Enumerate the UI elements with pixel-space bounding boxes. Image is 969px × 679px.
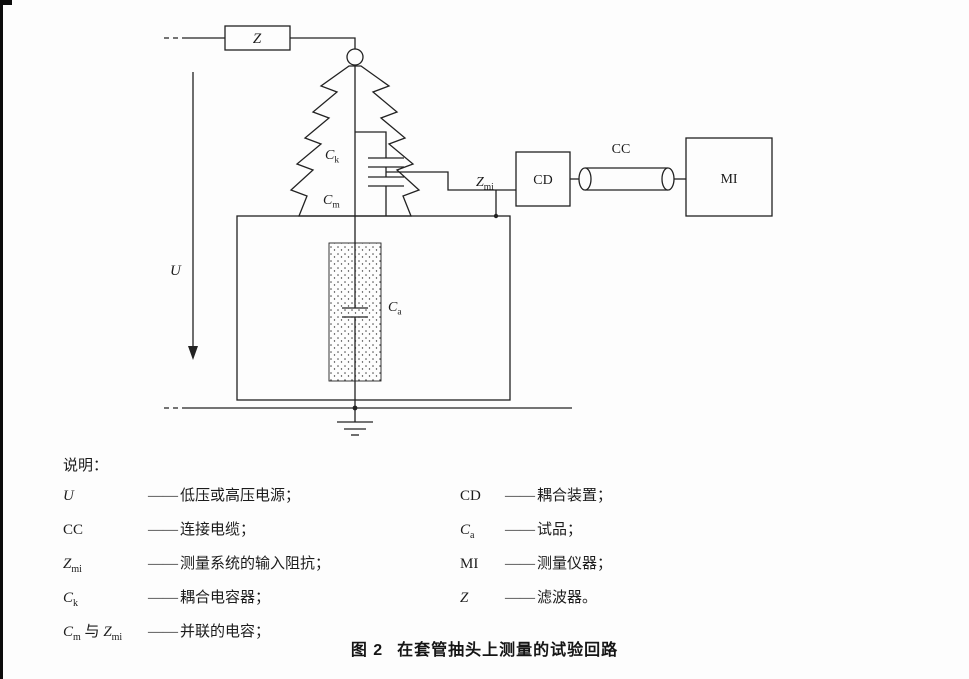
legend-dash: —— [148, 624, 178, 640]
legend-symbol: Zmi [63, 556, 82, 575]
hv-feed-line [164, 37, 356, 49]
legend-dash: —— [148, 488, 178, 504]
label-ck: Ck [325, 148, 339, 166]
legend-description: 低压或高压电源； [180, 488, 301, 504]
legend-symbol: CC [63, 522, 84, 538]
label-u: U [170, 263, 182, 279]
earth-symbol [337, 408, 373, 436]
page-corner-mark [0, 0, 12, 5]
legend-description: 滤波器。 [537, 590, 598, 606]
label-ca: Ca [388, 300, 402, 318]
legend-dash: —— [148, 556, 178, 572]
legend-description: 耦合装置； [537, 488, 613, 504]
legend-row-u: U —— 低压或高压电源； [63, 486, 460, 512]
legend-dash: —— [148, 590, 178, 606]
test-object-ca [328, 242, 382, 408]
legend-dash: —— [148, 522, 178, 538]
measuring-instrument-box [685, 137, 773, 217]
legend-dash: —— [505, 590, 535, 606]
figure-number: 图 2 [350, 642, 384, 659]
label-mi: MI [720, 172, 737, 187]
legend-row-cd: CD —— 耦合装置； [460, 486, 880, 512]
legend-dash: —— [505, 556, 535, 572]
legend-row-cm-zmi: Cm 与 Zmi —— 并联的电容； [63, 622, 460, 648]
voltage-arrow [188, 72, 198, 360]
figure-caption: 图 2 在套管抽头上测量的试验回路 [0, 636, 969, 660]
legend-description: 试品； [537, 522, 583, 538]
capacitor-cm [368, 176, 404, 216]
legend-dash: —— [505, 522, 535, 538]
coax-cable [570, 167, 686, 191]
legend-description: 连接电缆； [180, 522, 256, 538]
legend-description: 耦合电容器； [180, 590, 271, 606]
filter-box [224, 25, 291, 51]
legend-dash: —— [505, 488, 535, 504]
legend-symbol: Ck [63, 590, 79, 609]
page-edge-line [0, 0, 3, 679]
legend-row-z: Z —— 滤波器。 [460, 588, 880, 614]
bushing-terminal [346, 48, 364, 66]
legend-symbol: U [63, 488, 74, 504]
legend-symbol: Cm 与 Zmi [63, 624, 123, 643]
figure-title: 在套管抽头上测量的试验回路 [397, 642, 619, 659]
ground-bus [164, 405, 572, 411]
legend-symbol: CD [460, 488, 481, 504]
tap-line [386, 171, 516, 191]
legend-row-mi: MI —— 测量仪器； [460, 554, 880, 580]
legend-row-zmi: Zmi —— 测量系统的输入阻抗； [63, 554, 460, 580]
legend-column-right: CD —— 耦合装置； Ca —— 试品； MI —— 测量仪器； Z —— [460, 486, 880, 656]
zmi-ground-link [493, 190, 499, 219]
legend-row-ca: Ca —— 试品； [460, 520, 880, 546]
label-cd: CD [533, 173, 552, 188]
coupling-capacitor-ck [355, 131, 404, 177]
legend-description: 测量仪器； [537, 556, 613, 572]
test-tank [236, 215, 511, 401]
legend-row-ck: Ck —— 耦合电容器； [63, 588, 460, 614]
legend-symbol: Z [460, 590, 469, 606]
legend-heading: 说明： [63, 458, 109, 474]
legend-symbol: MI [460, 556, 479, 572]
legend-row-cc: CC —— 连接电缆； [63, 520, 460, 546]
label-cc: CC [612, 142, 631, 157]
label-cm: Cm [323, 193, 340, 211]
legend-symbol: Ca [460, 522, 475, 541]
legend-description: 并联的电容； [180, 624, 271, 640]
label-zmi: Zmi [476, 175, 494, 193]
legend: 说明： U —— 低压或高压电源； CC —— 连接电缆； Zmi —— 测量系… [63, 456, 923, 656]
label-z: Z [253, 31, 262, 47]
legend-column-left: U —— 低压或高压电源； CC —— 连接电缆； Zmi —— 测量系统的输入… [63, 486, 460, 656]
circuit-diagram: Z U Ck Cm Zmi Ca CD CC MI [164, 25, 773, 436]
legend-description: 测量系统的输入阻抗； [180, 556, 331, 572]
